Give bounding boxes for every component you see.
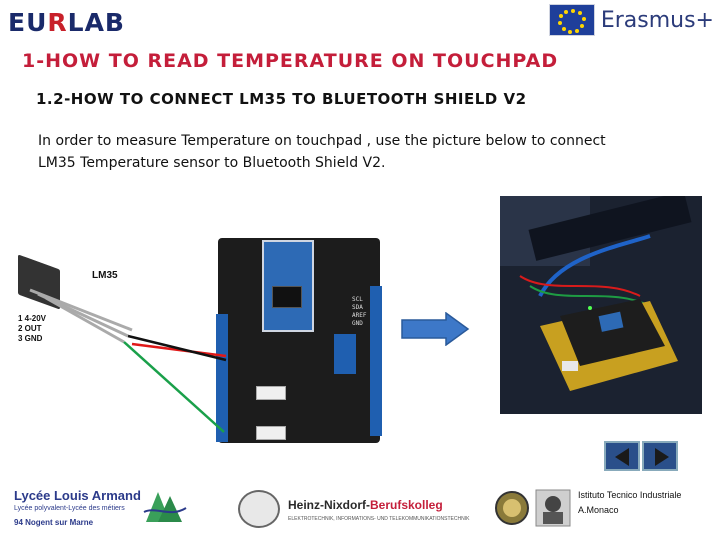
wire-green <box>123 341 225 433</box>
erasmus-logo: Erasmus+ <box>548 4 714 36</box>
lm35-label: LM35 <box>92 270 118 281</box>
armand-subtitle: Lycée polyvalent-Lycée des métiers <box>14 505 125 512</box>
main-title: 1-How to read Temperature on Touchpad <box>22 50 559 72</box>
pin-labels: 1 4-20V 2 OUT 3 GND <box>18 314 46 344</box>
pin-label-2: 2 OUT <box>18 324 42 333</box>
hnbk-name-part1: Heinz-Nixdorf- <box>288 498 370 512</box>
board-pin-labels: SCL SDA AREF GND <box>352 296 366 328</box>
hnbk-subtitle: ELEKTROTECHNIK, INFORMATIONS- UND TELEKO… <box>288 516 470 522</box>
assembled-shield-photo <box>500 196 702 414</box>
wire-red <box>131 342 227 358</box>
armand-name: Lycée Louis Armand <box>14 488 141 503</box>
eurlab-logo: EURLAB <box>8 8 125 37</box>
board-label-scl: SCL <box>352 296 363 303</box>
nav-prev-button[interactable] <box>604 441 640 471</box>
grove-connector-2 <box>256 426 286 440</box>
eurlab-logo-lab: LAB <box>67 8 125 37</box>
board-label-gnd: GND <box>352 320 363 327</box>
instruction-paragraph: In order to measure Temperature on touch… <box>38 130 678 174</box>
paragraph-line-1: In order to measure Temperature on touch… <box>38 133 606 149</box>
erasmus-text: Erasmus+ <box>600 7 714 33</box>
iti-logo-icon <box>495 489 571 527</box>
iti-name-line2: A.Monaco <box>578 505 619 515</box>
board-label-aref: AREF <box>352 312 367 319</box>
header-pins-right <box>370 286 382 436</box>
iti-name-line1: Istituto Tecnico Industriale <box>578 490 682 500</box>
nav-next-button[interactable] <box>642 441 678 471</box>
armand-city: 94 Nogent sur Marne <box>14 518 94 527</box>
grove-connector-1 <box>256 386 286 400</box>
pin-label-1: 1 4-20V <box>18 314 47 323</box>
wire-black <box>127 334 227 362</box>
lycee-armand-logo: Lycée Louis Armand Lycée polyvalent-Lycé… <box>14 488 194 527</box>
header-pins-left <box>216 314 228 442</box>
board-label-sda: SDA <box>352 304 363 311</box>
right-arrow-icon <box>401 312 470 346</box>
hnbk-name-part2: Berufskolleg <box>370 498 443 512</box>
eurlab-logo-eu: EU <box>8 8 48 37</box>
sensor-leg-3 <box>45 296 125 344</box>
pin-label-3: 3 GND <box>18 334 43 343</box>
eurlab-logo-r: R <box>47 8 68 37</box>
sub-title: 1.2-How to connect LM35 to Bluetooth Shi… <box>36 90 527 108</box>
jumper-block <box>334 334 356 374</box>
paragraph-line-2: LM35 Temperature sensor to Bluetooth Shi… <box>38 155 386 171</box>
eu-flag-icon <box>548 4 595 36</box>
hnbk-emblem-icon <box>238 490 280 528</box>
hnbk-name: Heinz-Nixdorf-Berufskolleg <box>288 498 443 512</box>
armand-mark-icon <box>143 492 187 522</box>
bluetooth-chip <box>272 286 302 308</box>
